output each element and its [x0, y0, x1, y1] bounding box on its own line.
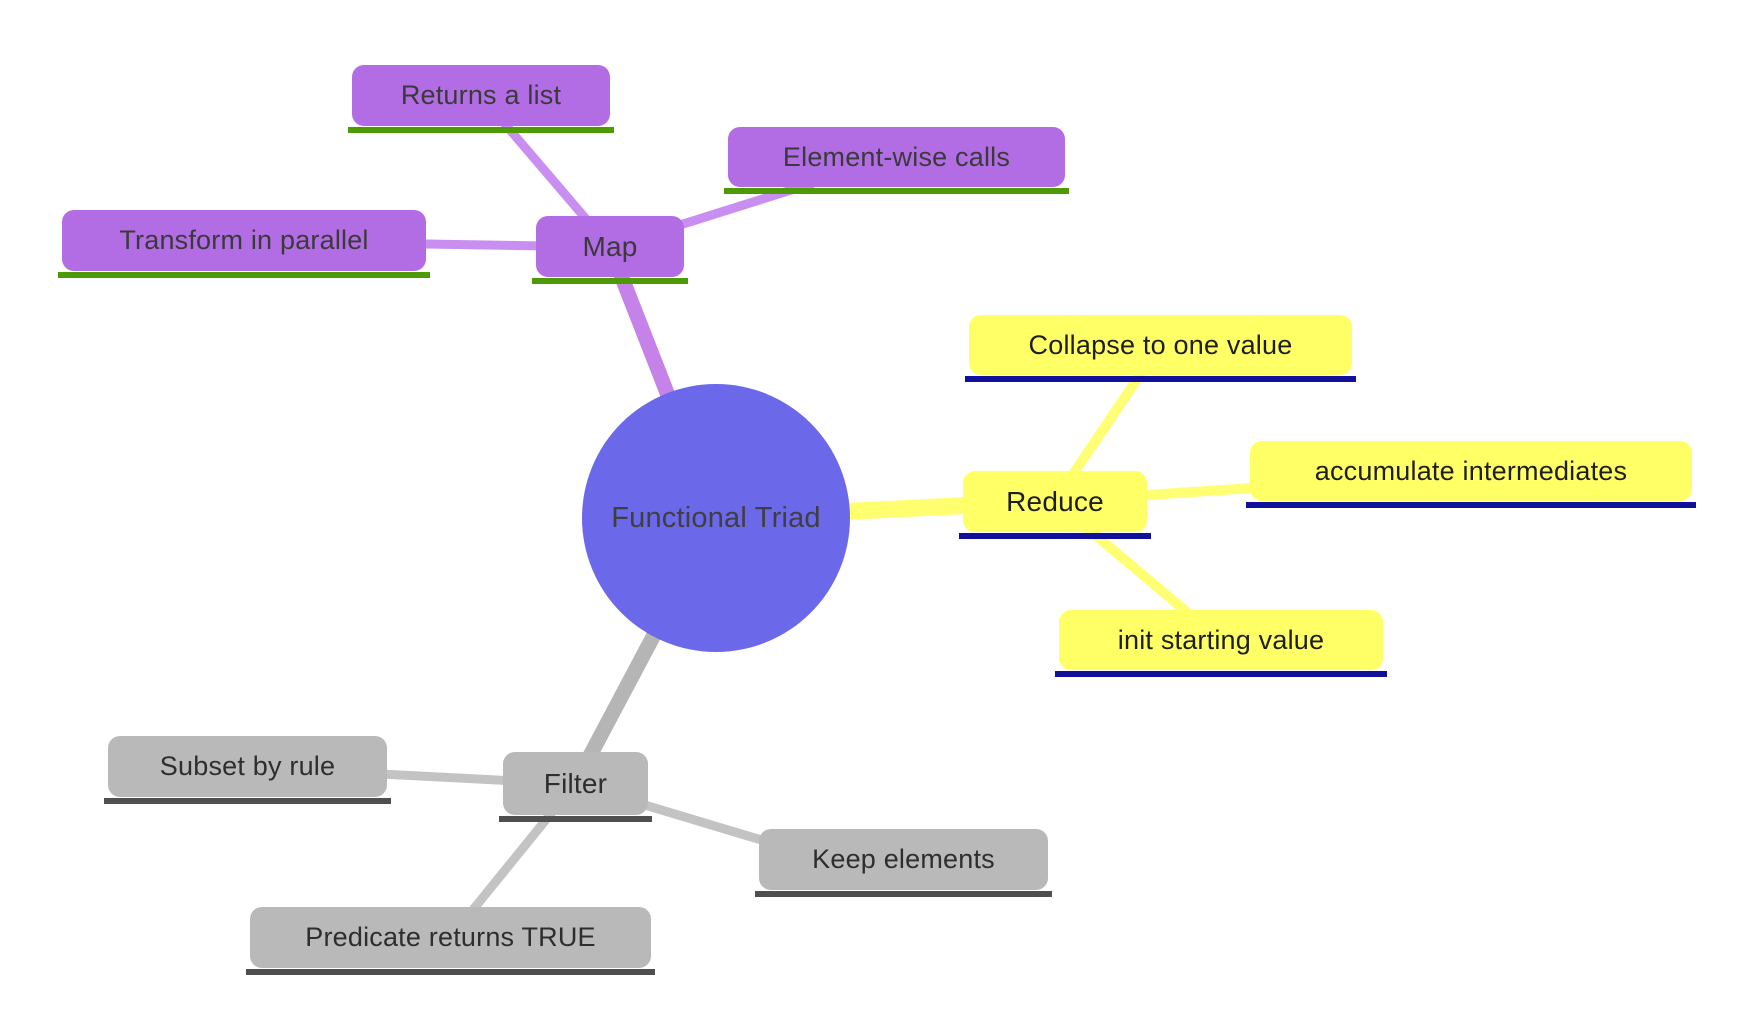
node-underline [1246, 502, 1696, 508]
node-predicate-returns-true[interactable]: Predicate returns TRUE [246, 907, 655, 975]
node-element-wise-calls[interactable]: Element-wise calls [724, 127, 1069, 194]
node-underline [965, 376, 1356, 382]
node-returns-a-list[interactable]: Returns a list [348, 65, 614, 133]
node-underline [724, 188, 1069, 194]
node-map[interactable]: Map [532, 216, 688, 284]
node-underline [499, 816, 652, 822]
node-label: Subset by rule [159, 751, 336, 781]
node-functional-triad[interactable]: Functional Triad [582, 384, 850, 652]
node-label: init starting value [1117, 624, 1325, 655]
node-init-starting-value[interactable]: init starting value [1055, 610, 1387, 677]
node-underline [58, 272, 430, 278]
node-label: accumulate intermediates [1314, 455, 1628, 486]
node-underline [959, 533, 1151, 539]
node-accumulate-intermediates[interactable]: accumulate intermediates [1246, 441, 1696, 508]
node-subset-by-rule[interactable]: Subset by rule [104, 736, 391, 804]
node-label: Collapse to one value [1028, 329, 1293, 360]
node-label: Transform in parallel [119, 225, 369, 255]
node-label: Element-wise calls [782, 141, 1011, 172]
node-label: Reduce [1006, 485, 1104, 517]
node-label: Keep elements [812, 844, 995, 874]
node-underline [348, 127, 614, 133]
node-label: Predicate returns TRUE [305, 922, 596, 952]
node-label: Functional Triad [611, 501, 821, 534]
node-reduce[interactable]: Reduce [959, 471, 1151, 539]
node-underline [755, 891, 1052, 897]
node-label: Map [582, 230, 638, 262]
node-filter[interactable]: Filter [499, 752, 652, 822]
node-underline [1055, 671, 1387, 677]
node-label: Returns a list [400, 80, 562, 110]
node-underline [104, 798, 391, 804]
node-keep-elements[interactable]: Keep elements [755, 829, 1052, 897]
node-underline [532, 278, 688, 284]
node-transform-in-parallel[interactable]: Transform in parallel [58, 210, 430, 278]
node-label: Filter [543, 767, 608, 799]
node-underline [246, 969, 655, 975]
node-collapse-to-one-value[interactable]: Collapse to one value [965, 315, 1356, 382]
